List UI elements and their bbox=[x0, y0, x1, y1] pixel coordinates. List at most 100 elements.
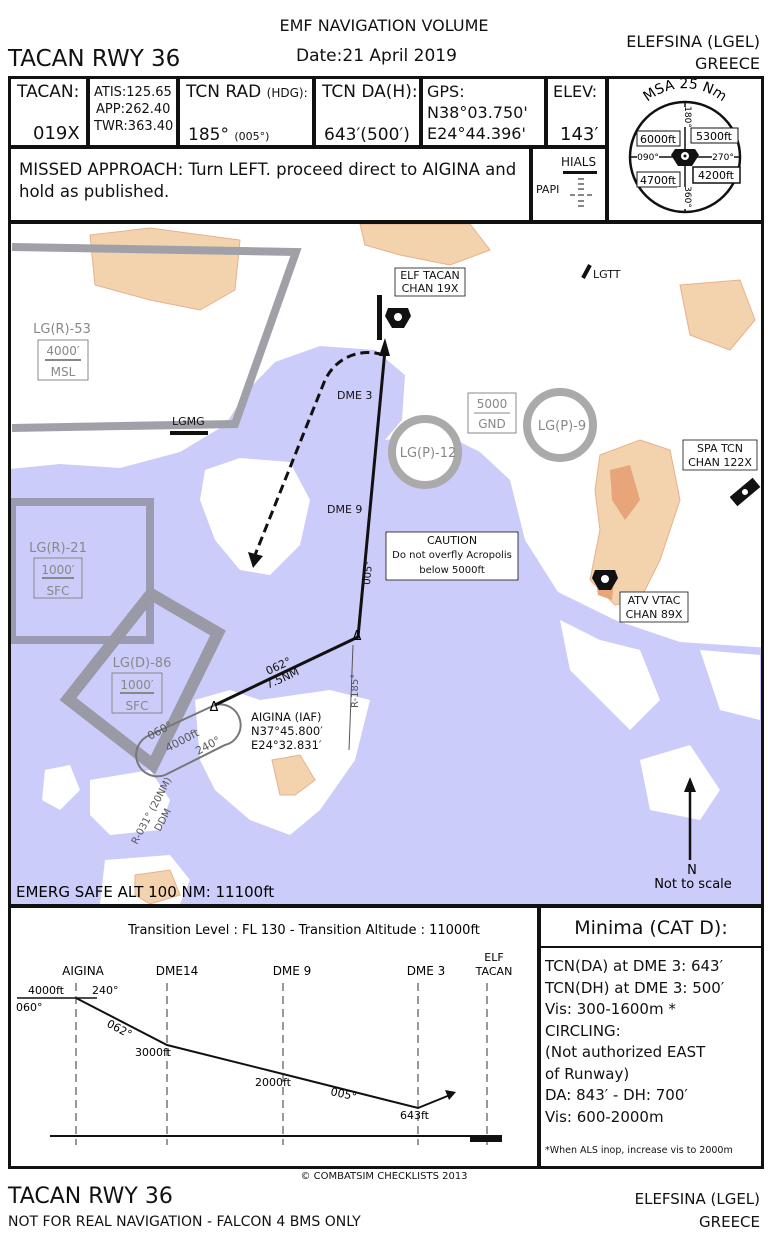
area-label: LG(D)-86 bbox=[113, 656, 172, 671]
missed-approach-path bbox=[253, 351, 384, 556]
msa-box: MSA 25 Nm 6000ft 5300ft 4700ft 4200ft 18… bbox=[606, 76, 764, 223]
msa-sector-nw: 6000ft bbox=[640, 133, 677, 146]
profile-fix-label: DME 3 bbox=[407, 964, 446, 978]
area-lg-r-21 bbox=[11, 498, 154, 644]
airfield-icon bbox=[581, 264, 592, 279]
emergency-safe-altitude: EMERG SAFE ALT 100 NM: 11100ft bbox=[16, 883, 274, 901]
area-lower: SFC bbox=[126, 699, 149, 713]
navaid-label: ELF TACAN bbox=[400, 269, 460, 282]
fix-label: DME 3 bbox=[337, 389, 372, 402]
area-lg-p-9 bbox=[523, 388, 597, 462]
area-label: LG(R)-53 bbox=[33, 322, 91, 337]
papi-icon bbox=[570, 178, 592, 207]
alt-lower: GND bbox=[478, 417, 506, 431]
freq-cell: ATIS:125.65 APP:262.40 TWR:363.40 bbox=[87, 76, 179, 148]
airfield-label: LGTT bbox=[593, 268, 621, 281]
airport-name: ELEFSINA (LGEL) bbox=[626, 32, 760, 51]
gps-lon: E24°44.396' bbox=[427, 124, 526, 143]
footer-country: GREECE bbox=[699, 1213, 760, 1231]
terrain bbox=[89, 224, 756, 904]
fix-triangle-icon: Δ bbox=[353, 629, 362, 644]
altitude-label: 4000ft bbox=[28, 984, 65, 997]
tacan-value: 019X bbox=[33, 123, 80, 144]
elev-label: ELEV: bbox=[553, 82, 598, 101]
caution-title: CAUTION bbox=[427, 534, 477, 547]
minima-line: Vis: 600-2000m bbox=[545, 1107, 664, 1126]
da-value: 643′(500′) bbox=[324, 125, 410, 145]
area-lg-p-12 bbox=[388, 415, 462, 489]
minima-line: TCN(DA) at DME 3: 643′ bbox=[545, 957, 723, 975]
missed-approach-text: MISSED APPROACH: Turn LEFT. proceed dire… bbox=[19, 160, 517, 201]
elev-value: 143′ bbox=[560, 124, 599, 145]
plan-view-map: LG(R)-53 4000′ MSL LG(R)-21 1000′ SFC LG… bbox=[8, 221, 764, 907]
gps-cell: GPS: N38°03.750' E24°44.396' bbox=[420, 76, 547, 148]
date-label: Date: bbox=[296, 46, 343, 66]
transition-info: Transition Level : FL 130 - Transition A… bbox=[127, 923, 480, 938]
area-label: LG(R)-21 bbox=[29, 541, 87, 556]
tacan-label: TACAN: bbox=[17, 82, 80, 102]
holding-pattern bbox=[135, 703, 242, 778]
papi-label: PAPI bbox=[536, 183, 560, 196]
navaid-label: ATV VTAC bbox=[628, 594, 681, 607]
sea bbox=[11, 346, 761, 904]
gps-lat: N38°03.750' bbox=[427, 103, 528, 122]
profile-view: Transition Level : FL 130 - Transition A… bbox=[8, 905, 540, 1169]
map-svg: LG(R)-53 4000′ MSL LG(R)-21 1000′ SFC LG… bbox=[11, 224, 761, 904]
iaf-lon: E24°32.831′ bbox=[251, 738, 322, 752]
runway-icon bbox=[377, 295, 382, 340]
copyright: © COMBATSIM CHECKLISTS 2013 bbox=[300, 1171, 468, 1182]
minima-line: TCN(DH) at DME 3: 500′ bbox=[545, 978, 725, 997]
course-label: 005° bbox=[362, 560, 375, 585]
minima-line: Vis: 300-1600m * bbox=[545, 1000, 676, 1018]
north-label: N bbox=[687, 863, 697, 878]
area-lower: MSL bbox=[51, 365, 76, 379]
twr-freq: TWR:363.40 bbox=[94, 119, 174, 134]
elev-cell: ELEV: 143′ bbox=[545, 76, 608, 148]
minima-line: of Runway) bbox=[545, 1064, 630, 1083]
minima-line: CIRCLING: bbox=[545, 1021, 621, 1040]
course-label: 005° bbox=[329, 1085, 358, 1103]
da-cell: TCN DA(H): 643′(500′) bbox=[313, 76, 422, 148]
area-upper: 1000′ bbox=[41, 563, 75, 577]
approach-path bbox=[214, 349, 387, 707]
radial-line bbox=[348, 644, 354, 751]
page-title: TACAN RWY 36 bbox=[8, 46, 181, 72]
profile-fix-label: TACAN bbox=[475, 965, 513, 978]
altitude-label: 2000ft bbox=[255, 1076, 292, 1089]
atis-freq: ATIS:125.65 bbox=[94, 85, 172, 100]
msa-radial-090: 090° bbox=[637, 153, 659, 163]
hdg-label: (HDG): bbox=[266, 86, 308, 100]
fix-label: DME 9 bbox=[327, 503, 362, 516]
area-lg-d-86 bbox=[59, 586, 226, 775]
missed-approach-cell: MISSED APPROACH: Turn LEFT. proceed dire… bbox=[8, 146, 532, 223]
radial-value: 185° bbox=[188, 125, 229, 145]
navaid-label: CHAN 89X bbox=[626, 608, 683, 621]
minima-line: DA: 843′ - DH: 700′ bbox=[545, 1086, 688, 1104]
area-lower: SFC bbox=[47, 584, 70, 598]
radial-cell: TCN RAD (HDG): 185° (005°) bbox=[177, 76, 315, 148]
profile-fix-label: DME14 bbox=[156, 964, 198, 978]
alt-upper: 5000 bbox=[477, 397, 508, 411]
altitude-label: 3000ft bbox=[135, 1046, 172, 1059]
msa-diagram: MSA 25 Nm 6000ft 5300ft 4700ft 4200ft 18… bbox=[628, 76, 742, 214]
runway-icon bbox=[470, 1135, 502, 1142]
arrow-icon bbox=[248, 552, 263, 568]
hials-bar bbox=[563, 171, 597, 174]
tacan-cell: TACAN: 019X bbox=[8, 76, 89, 148]
descent-profile bbox=[75, 997, 451, 1110]
area-label: LG(P)-9 bbox=[538, 419, 586, 434]
airfield-label: LGMG bbox=[172, 415, 205, 428]
course-label: 240° bbox=[92, 984, 119, 997]
tacan-icon bbox=[592, 570, 618, 590]
arrow-icon bbox=[445, 1090, 456, 1100]
gps-label: GPS: bbox=[427, 82, 465, 101]
profile-fix-label: DME 9 bbox=[273, 964, 312, 978]
date: Date:21 April 2019 bbox=[296, 46, 457, 66]
msa-sector-ne: 5300ft bbox=[696, 130, 733, 143]
hials-label: HIALS bbox=[561, 155, 597, 169]
area-upper: 1000′ bbox=[120, 678, 154, 692]
minima-note: *When ALS inop, increase vis to 2000m bbox=[545, 1145, 733, 1156]
arrow-icon bbox=[379, 338, 390, 356]
minima-title: Minima (CAT D): bbox=[541, 908, 761, 948]
profile-svg: Transition Level : FL 130 - Transition A… bbox=[16, 923, 513, 1145]
